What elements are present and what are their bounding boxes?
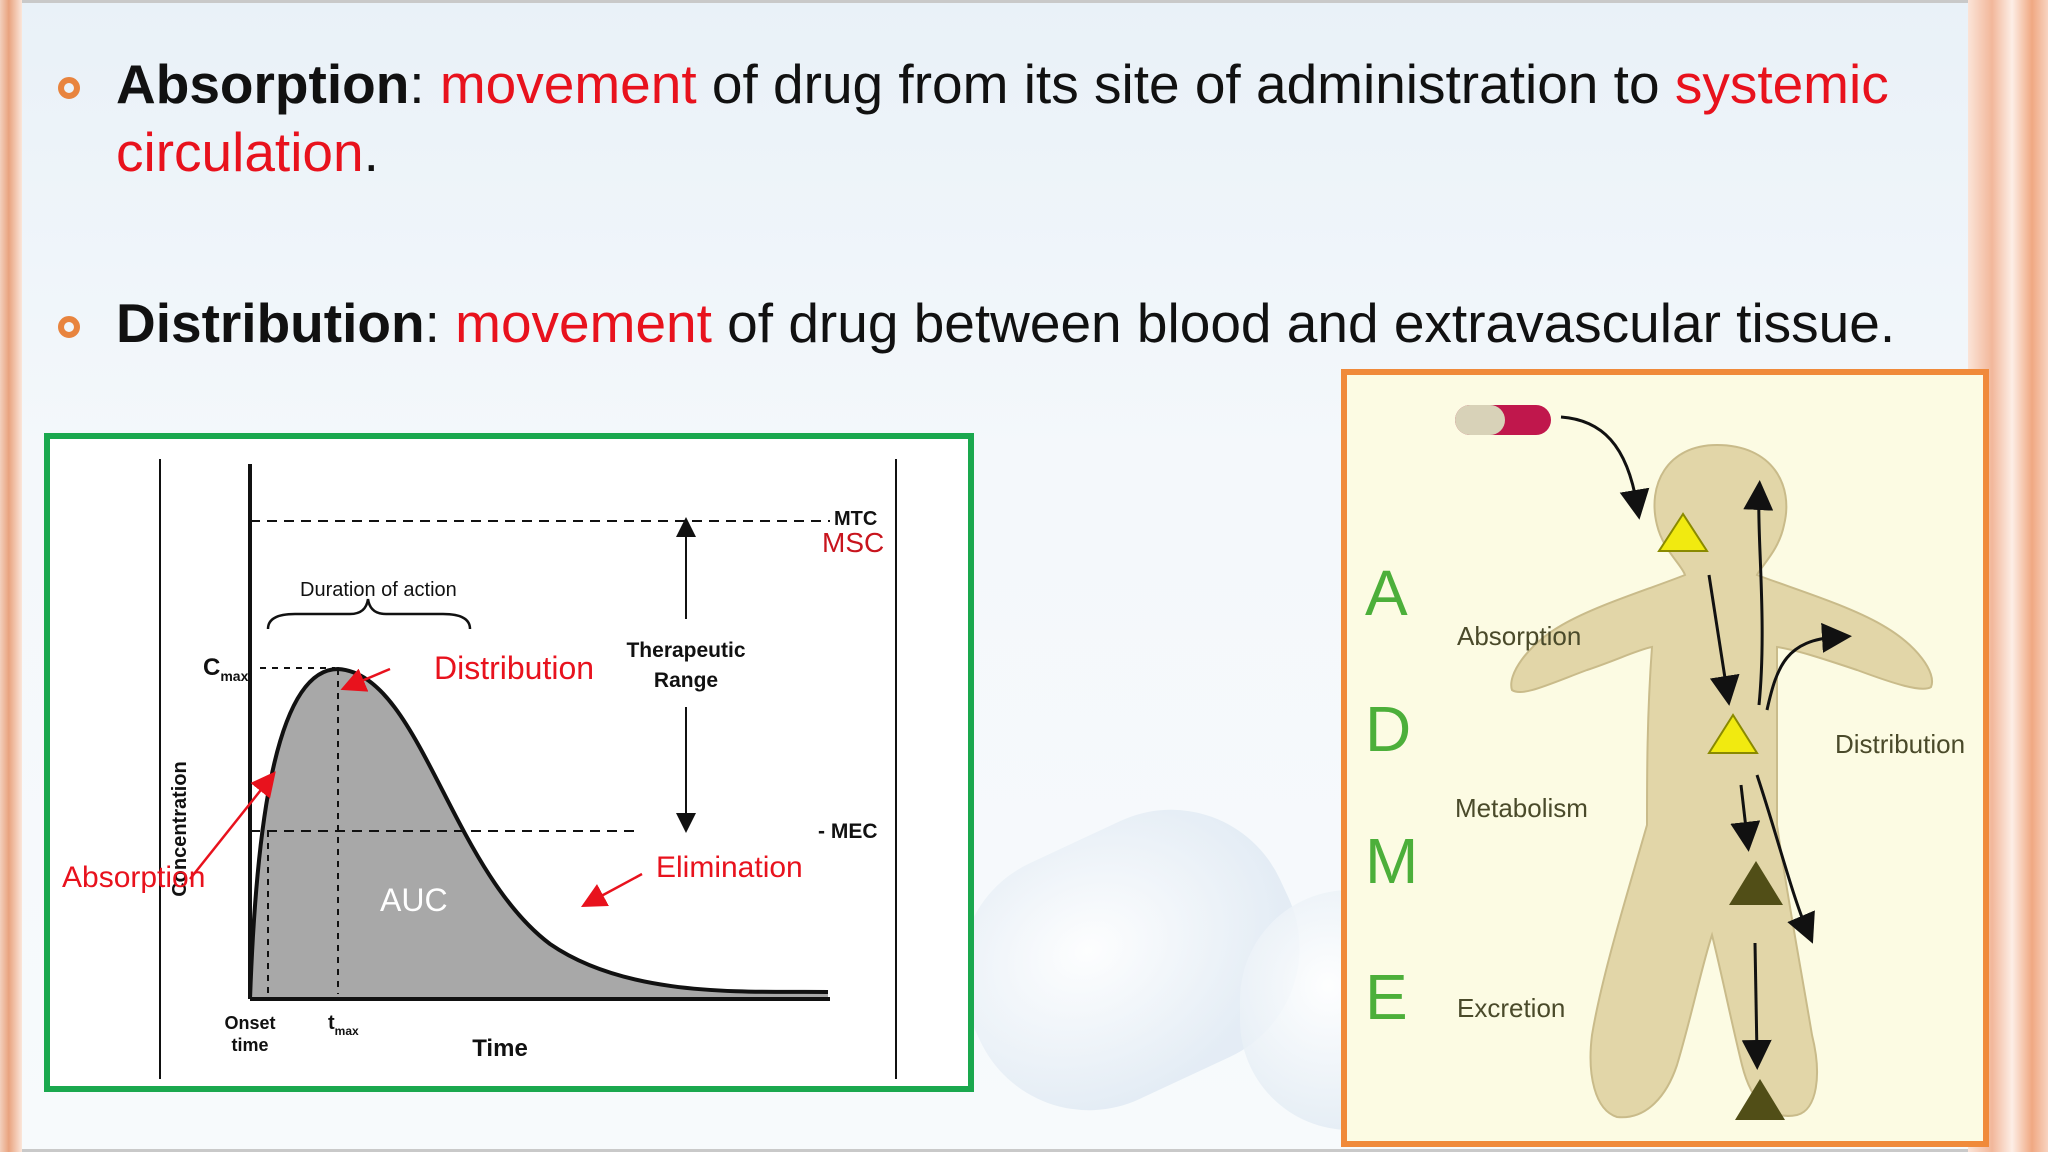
therapeutic-label-2: Range: [654, 669, 718, 692]
absorption-text: Absorption: [1457, 621, 1581, 651]
letter-m: M: [1365, 825, 1418, 897]
onset-label-2: time: [231, 1035, 268, 1055]
separator: :: [424, 292, 456, 354]
excretion-triangle: [1735, 1079, 1785, 1120]
letter-d: D: [1365, 693, 1411, 765]
arrow-distribution: [1765, 622, 1852, 711]
y-axis-label: Concentration: [169, 761, 191, 897]
duration-brace: [266, 598, 472, 630]
excretion-text: Excretion: [1457, 993, 1565, 1023]
tmax-label: tmax: [328, 1012, 359, 1038]
absorption-arrow: [189, 771, 276, 880]
auc-area: [250, 669, 828, 999]
bullet-marker: [58, 316, 80, 338]
keyword-systemic: systemic: [1674, 53, 1889, 115]
body-silhouette: [1510, 443, 1934, 1119]
arrow-down-2: [1730, 784, 1761, 852]
elimination-label: Elimination: [656, 851, 803, 884]
metabolism-text: Metabolism: [1455, 793, 1588, 823]
frame-bottom-line: [22, 1149, 1968, 1152]
keyword-movement: movement: [455, 292, 712, 354]
bullet-absorption: Absorption: movement of drug from its si…: [116, 50, 1966, 186]
adme-svg: A D M E Absorption Metabolism Excretion …: [1365, 405, 1965, 1120]
auc-label: AUC: [380, 882, 448, 918]
term-distribution: Distribution: [116, 292, 425, 354]
arrow-down-1: [1707, 574, 1740, 706]
bullet-text: of drug between blood and extravascular …: [711, 292, 1896, 354]
bullet-text: of drug from its site of administration …: [696, 53, 1675, 115]
duration-label: Duration of action: [300, 579, 457, 601]
distribution-arrow: [340, 667, 391, 692]
term-absorption: Absorption: [116, 53, 410, 115]
distribution-text: Distribution: [1835, 729, 1965, 759]
period: .: [363, 121, 379, 183]
distribution-triangle: [1707, 713, 1759, 754]
concentration-time-graph: Duration of action Cmax Distribution The…: [44, 433, 974, 1092]
metabolism-triangle: [1729, 861, 1783, 905]
keyword-circulation: circulation: [116, 121, 364, 183]
slide-left-edge: [0, 0, 22, 1152]
absorption-triangle: [1657, 512, 1709, 552]
graph-svg: Duration of action Cmax Distribution The…: [62, 459, 897, 1079]
absorption-label: Absorption: [62, 861, 205, 894]
mtc-label: MTC: [834, 508, 877, 530]
distribution-label: Distribution: [434, 650, 594, 686]
x-axis-label: Time: [472, 1035, 528, 1062]
keyword-movement: movement: [439, 53, 697, 115]
ingestion-arrow: [1560, 415, 1650, 520]
mec-label: - MEC: [818, 820, 878, 843]
elimination-arrow: [581, 872, 643, 907]
cmax-label: Cmax: [203, 654, 249, 684]
bullet-marker: [58, 77, 80, 99]
letter-e: E: [1365, 961, 1408, 1033]
frame-top-line: [22, 0, 1968, 3]
bullet-distribution: Distribution: movement of drug between b…: [116, 289, 1996, 357]
separator: :: [409, 53, 440, 115]
letter-a: A: [1365, 557, 1408, 629]
capsule-half: [1455, 405, 1505, 435]
msc-label: MSC: [822, 527, 884, 558]
arrow-down-3: [1741, 942, 1772, 1070]
onset-label-1: Onset: [224, 1013, 275, 1033]
arrow-up: [1743, 480, 1774, 706]
adme-diagram: A D M E Absorption Metabolism Excretion …: [1341, 369, 1989, 1147]
therapeutic-label-1: Therapeutic: [626, 639, 745, 662]
arrow-side: [1755, 774, 1815, 944]
